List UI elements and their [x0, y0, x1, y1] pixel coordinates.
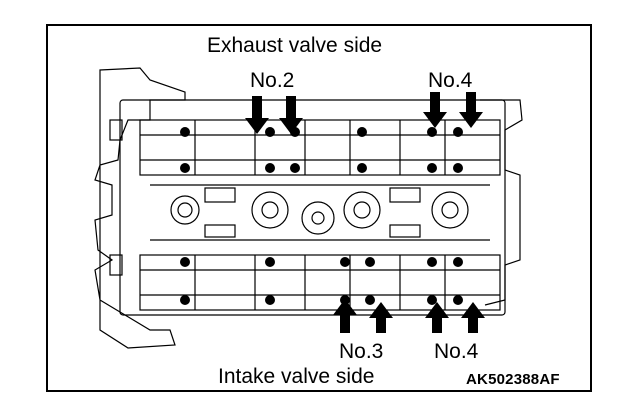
arrow-down-no4-a — [423, 92, 447, 128]
arrow-up-no4-b — [461, 302, 485, 333]
arrow-up-no3-a — [333, 299, 357, 333]
callout-no3: No.3 — [339, 340, 384, 363]
callout-no4-bottom: No.4 — [434, 340, 479, 363]
arrow-down-no4-b — [459, 92, 483, 128]
arrow-down-no2-a — [245, 96, 269, 134]
exhaust-side-label: Exhaust valve side — [207, 34, 383, 57]
arrow-down-no2-b — [279, 96, 303, 134]
figure-frame — [46, 24, 592, 392]
exhaust-arrows — [245, 92, 483, 134]
arrow-up-no4-a — [425, 302, 449, 333]
intake-arrows — [333, 299, 485, 333]
head-right-end — [480, 99, 523, 306]
head-body — [119, 99, 506, 316]
callout-no2: No.2 — [250, 69, 295, 92]
intake-side-label: Intake valve side — [218, 365, 375, 388]
arrow-up-no3-b — [369, 302, 393, 333]
callout-no4-top: No.4 — [428, 69, 473, 92]
figure-code: AK502388AF — [466, 371, 560, 388]
